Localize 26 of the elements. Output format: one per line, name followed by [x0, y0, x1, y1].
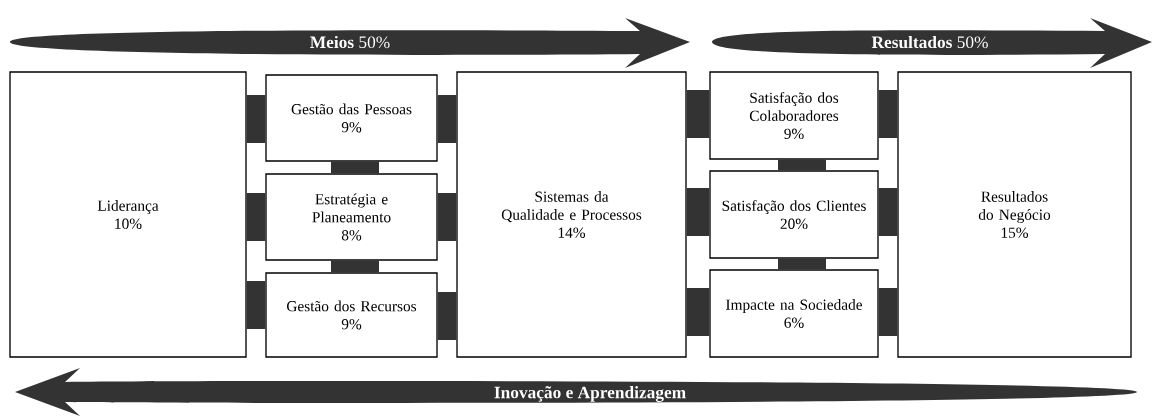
arrow-label: Resultados 50% [871, 35, 988, 49]
criterion-box: Gestão das Pessoas 9% [265, 74, 438, 162]
connector-bar [246, 281, 266, 329]
criterion-box: Satisfação dos Clientes 20% [709, 170, 879, 259]
connector-bar [246, 95, 266, 143]
arrow-label: Inovação e Aprendizagem [494, 386, 686, 402]
connector-bar [878, 90, 898, 138]
criterion-box: Estratégia e Planeamento 8% [265, 173, 438, 261]
connector-bar [778, 258, 826, 270]
criterion-box: Impacte na Sociedade 6% [709, 269, 879, 358]
connector-bar [878, 188, 898, 236]
criterion-box: Sistemas da Qualidade e Processos 14% [456, 71, 687, 358]
connector-bar [878, 288, 898, 336]
connector-bar [686, 188, 710, 236]
criterion-box: Gestão dos Recursos 9% [265, 272, 438, 358]
connector-bar [437, 193, 457, 241]
arrow-label: Meios 50% [310, 35, 390, 49]
connector-bar [686, 288, 710, 336]
criterion-box: Resultados do Negócio 15% [897, 71, 1132, 358]
criterion-box: Satisfação dos Colaboradores 9% [709, 71, 879, 160]
connector-bar [246, 193, 266, 241]
connector-bar [778, 159, 826, 171]
connector-bar [437, 292, 457, 340]
criterion-box: Liderança 10% [9, 71, 247, 358]
connector-bar [437, 95, 457, 143]
connector-bar [686, 90, 710, 138]
